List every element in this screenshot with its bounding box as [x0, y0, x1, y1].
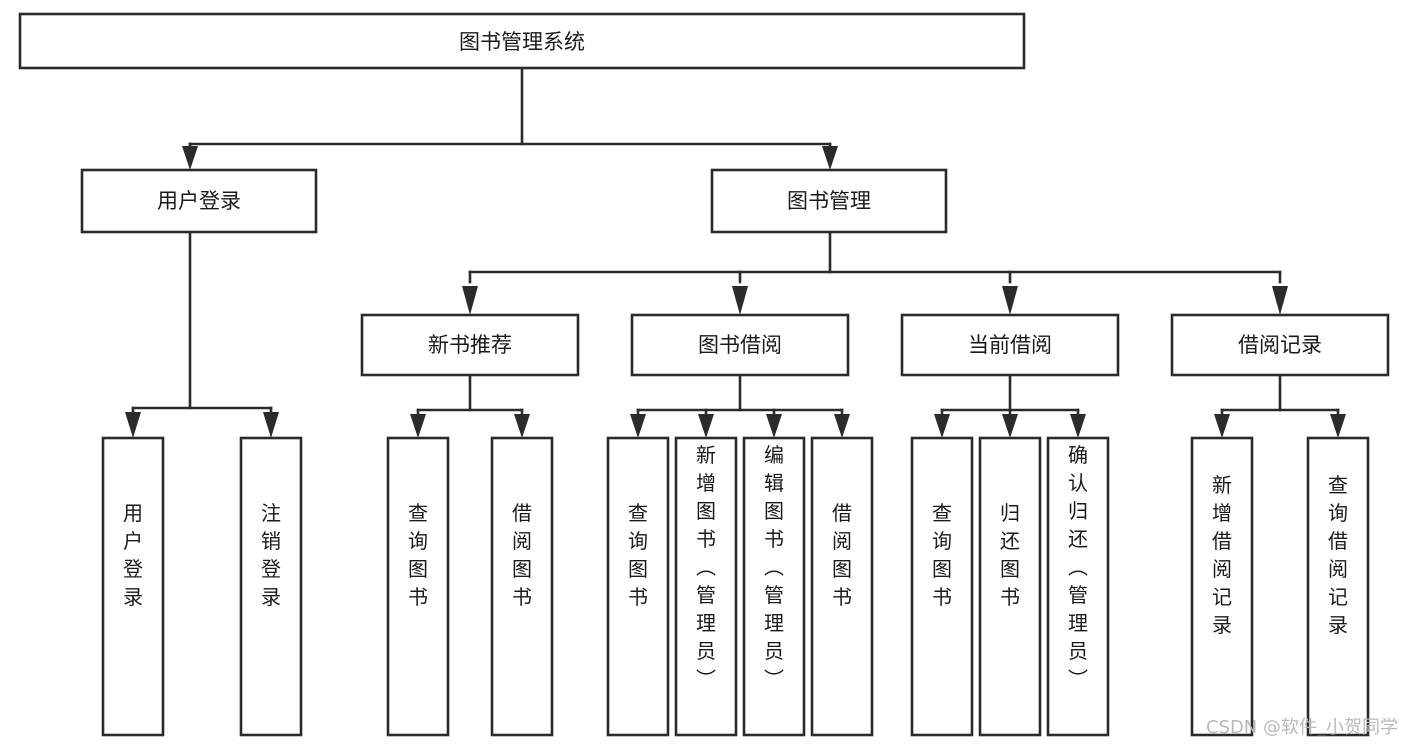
- node-leaf-query-book-3-box[interactable]: [910, 436, 974, 737]
- node-borrow-record[interactable]: 借阅记录: [1170, 313, 1390, 377]
- node-leaf-add-record[interactable]: 新增借阅记录: [1190, 436, 1254, 737]
- node-new-book-recommend-box[interactable]: [360, 313, 580, 377]
- node-current-borrow-label: 当前借阅: [968, 333, 1052, 357]
- node-leaf-borrow-book-2-box[interactable]: [810, 436, 874, 737]
- arrow-to-leaf-add-record: [1214, 414, 1230, 438]
- node-leaf-user-login-box[interactable]: [101, 436, 165, 737]
- node-leaf-query-book-3-label: 查询图书: [932, 501, 952, 609]
- node-leaf-user-login[interactable]: 用户登录: [101, 436, 165, 737]
- node-book-manage[interactable]: 图书管理: [710, 168, 948, 234]
- arrow-to-leaf-user-login: [125, 412, 141, 438]
- node-current-borrow-box[interactable]: [900, 313, 1120, 377]
- node-leaf-query-book-1-box[interactable]: [386, 436, 450, 737]
- arrow-to-user-login: [182, 146, 198, 170]
- arrow-to-leaf-borrow-book-2: [834, 414, 850, 438]
- node-user-login[interactable]: 用户登录: [80, 168, 318, 234]
- node-leaf-query-book-1[interactable]: 查询图书: [386, 436, 450, 737]
- arrow-to-leaf-query-record: [1330, 414, 1346, 438]
- arrow-to-leaf-query-book-1: [410, 414, 426, 438]
- node-current-borrow[interactable]: 当前借阅: [900, 313, 1120, 377]
- node-book-borrow-label: 图书借阅: [698, 333, 782, 357]
- node-leaf-return-book[interactable]: 归还图书: [978, 436, 1042, 737]
- node-leaf-add-book-label: 新增图书︵管理员︶: [696, 443, 716, 691]
- node-leaf-borrow-book-2-label: 借阅图书: [832, 501, 852, 609]
- node-new-book-recommend-label: 新书推荐: [428, 333, 512, 357]
- node-user-login-box[interactable]: [80, 168, 318, 234]
- node-leaf-logout-login[interactable]: 注销登录: [239, 436, 303, 737]
- node-leaf-add-record-label: 新增借阅记录: [1212, 473, 1232, 637]
- node-borrow-record-box[interactable]: [1170, 313, 1390, 377]
- arrow-to-leaf-add-book: [698, 414, 714, 438]
- node-book-borrow-box[interactable]: [630, 313, 850, 377]
- node-leaf-query-book-1-label: 查询图书: [408, 501, 428, 609]
- csdn-watermark: CSDN @软件_小贺同学: [1206, 717, 1398, 738]
- node-leaf-logout-login-box[interactable]: [239, 436, 303, 737]
- arrow-to-new-book-recommend: [462, 286, 478, 315]
- node-leaf-borrow-book-1-label: 借阅图书: [512, 501, 532, 609]
- node-leaf-query-record[interactable]: 查询借阅记录: [1306, 436, 1370, 737]
- node-root-box[interactable]: [18, 12, 1026, 70]
- node-leaf-edit-book-label: 编辑图书︵管理员︶: [764, 443, 784, 691]
- node-leaf-query-book-2-box[interactable]: [606, 436, 670, 737]
- arrow-to-leaf-logout-login: [263, 412, 279, 438]
- node-leaf-confirm-return[interactable]: 确认归还︵管理员︶: [1046, 436, 1110, 737]
- node-book-manage-box[interactable]: [710, 168, 948, 234]
- node-book-borrow[interactable]: 图书借阅: [630, 313, 850, 377]
- node-leaf-user-login-label: 用户登录: [123, 501, 143, 609]
- arrow-to-book-borrow: [732, 286, 748, 315]
- arrow-to-current-borrow: [1002, 286, 1018, 315]
- node-root-label: 图书管理系统: [459, 30, 585, 54]
- node-leaf-edit-book-box[interactable]: [742, 436, 806, 737]
- node-leaf-return-book-label: 归还图书: [1000, 501, 1020, 609]
- node-root[interactable]: 图书管理系统: [18, 12, 1026, 70]
- node-leaf-query-book-2[interactable]: 查询图书: [606, 436, 670, 737]
- arrow-to-leaf-borrow-book-1: [514, 414, 530, 438]
- node-leaf-logout-login-label: 注销登录: [261, 501, 281, 609]
- node-leaf-add-book-box[interactable]: [674, 436, 738, 737]
- node-book-manage-label: 图书管理: [787, 189, 871, 213]
- arrow-to-book-manage: [822, 146, 838, 170]
- node-leaf-borrow-book-1-box[interactable]: [490, 436, 554, 737]
- node-leaf-confirm-return-box[interactable]: [1046, 436, 1110, 737]
- node-leaf-add-book[interactable]: 新增图书︵管理员︶: [674, 436, 738, 737]
- arrow-to-leaf-query-book-2: [630, 414, 646, 438]
- node-leaf-query-book-3[interactable]: 查询图书: [910, 436, 974, 737]
- node-leaf-query-record-box[interactable]: [1306, 436, 1370, 737]
- node-leaf-return-book-box[interactable]: [978, 436, 1042, 737]
- connector-layer: [125, 66, 1346, 438]
- node-borrow-record-label: 借阅记录: [1238, 333, 1322, 357]
- node-leaf-edit-book[interactable]: 编辑图书︵管理员︶: [742, 436, 806, 737]
- node-new-book-recommend[interactable]: 新书推荐: [360, 313, 580, 377]
- node-leaf-query-book-2-label: 查询图书: [628, 501, 648, 609]
- node-user-login-label: 用户登录: [157, 189, 241, 213]
- node-leaf-query-record-label: 查询借阅记录: [1328, 473, 1348, 637]
- arrow-to-leaf-confirm-return: [1070, 414, 1086, 438]
- arrow-to-leaf-return-book: [1002, 414, 1018, 438]
- node-leaf-borrow-book-2[interactable]: 借阅图书: [810, 436, 874, 737]
- arrow-to-borrow-record: [1272, 286, 1288, 315]
- node-leaf-borrow-book-1[interactable]: 借阅图书: [490, 436, 554, 737]
- arrow-to-leaf-edit-book: [766, 414, 782, 438]
- node-leaf-add-record-box[interactable]: [1190, 436, 1254, 737]
- arrow-to-leaf-query-book-3: [934, 414, 950, 438]
- node-leaf-confirm-return-label: 确认归还︵管理员︶: [1068, 443, 1088, 691]
